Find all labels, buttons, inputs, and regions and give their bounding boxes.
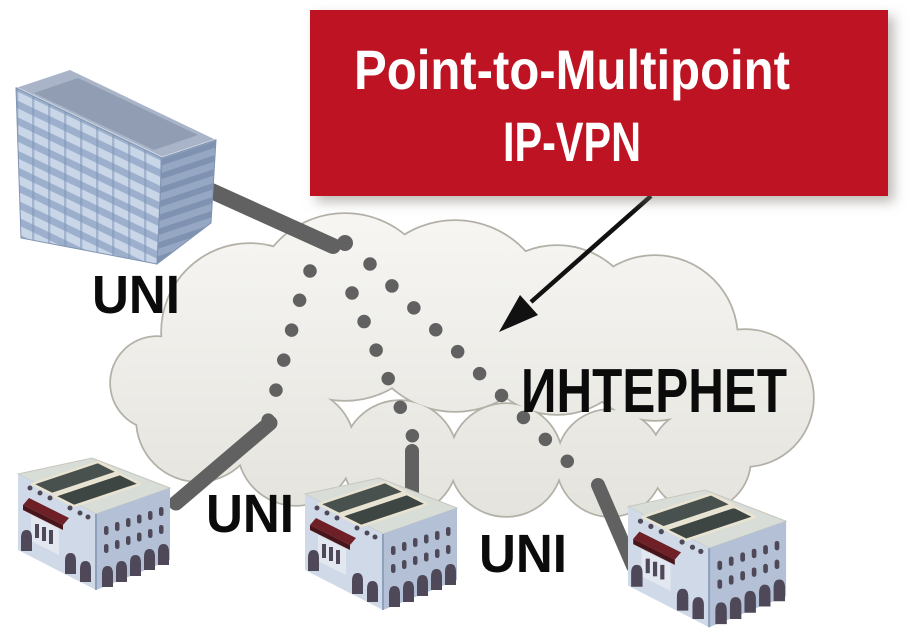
title-banner <box>310 10 888 196</box>
uni-access-lines <box>168 176 640 573</box>
uni-line-bottom-left <box>168 415 278 511</box>
cloud-label-internet: ИНТЕРНЕТ <box>521 357 787 426</box>
vpn-tunnel-dotted-links <box>261 235 582 476</box>
branch-building-bottom-right <box>628 490 786 627</box>
tunnel-to-bottom-middle <box>345 286 422 449</box>
tunnel-to-bottom-right <box>363 257 582 476</box>
branch-building-bottom-left <box>18 458 170 590</box>
office-tower-building <box>15 70 217 266</box>
uni-label-bottom-middle: UNI <box>479 524 567 584</box>
tunnel-to-bottom-left <box>261 264 317 428</box>
hub-dot <box>337 235 353 251</box>
banner-title-line2: IP-VPN <box>503 110 641 173</box>
banner-title-line1: Point-to-Multipoint <box>354 38 790 101</box>
arrowhead-icon <box>499 295 538 332</box>
uni-label-bottom-left: UNI <box>206 484 294 544</box>
uni-label-top-left: UNI <box>92 265 180 325</box>
uni-line-bottom-right <box>591 478 640 573</box>
uni-line-top-left <box>188 176 341 254</box>
callout-arrow <box>499 194 653 332</box>
